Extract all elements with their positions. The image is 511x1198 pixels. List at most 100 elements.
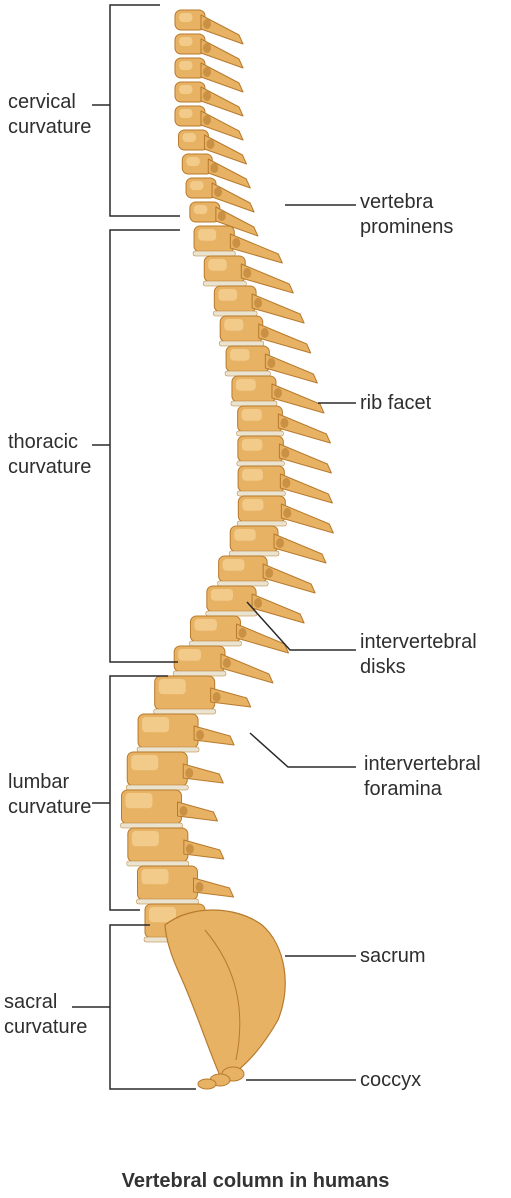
intervertebral-disk (136, 898, 199, 905)
coccyx-label: coccyx (360, 1069, 422, 1091)
spinous-process (278, 443, 332, 474)
intervertebral-foramen (243, 268, 252, 278)
intervertebral-disk (205, 610, 258, 617)
spinous-process (280, 503, 334, 534)
spinous-process (183, 839, 225, 860)
vertebra-highlight (179, 13, 193, 22)
spinous-process (182, 763, 224, 784)
intervertebral-foramen (206, 139, 215, 149)
spinous-process (200, 110, 244, 141)
spinous-process (203, 134, 247, 165)
intervertebral-foramen (283, 508, 292, 518)
spinous-process (200, 14, 244, 45)
vertebra-highlight (131, 831, 159, 847)
lumbar-bracket (92, 675, 168, 911)
intervertebral-foramen (282, 478, 291, 488)
intervertebral-disk (230, 400, 278, 407)
intervertebral-disk (189, 640, 242, 647)
cervical-bracket (92, 4, 180, 217)
spine-body (120, 9, 287, 943)
intervertebral-disk (203, 280, 247, 287)
sacral-bracket (72, 924, 196, 1090)
spinous-process (277, 413, 331, 444)
intervertebral-disk (153, 708, 216, 715)
spinous-process (210, 687, 252, 708)
region-brackets (72, 4, 196, 1090)
spinous-process (273, 533, 327, 564)
intervertebral-disk (236, 430, 284, 437)
intervertebral-disk (217, 580, 269, 587)
rib-facet-label: rib facet (360, 392, 432, 414)
spinous-process (251, 593, 305, 624)
vertebra-highlight (178, 649, 202, 661)
vertebra-highlight (142, 717, 170, 733)
intervertebral-disk (228, 550, 280, 557)
spinous-process (215, 206, 259, 237)
intervertebral-foramen (273, 388, 282, 398)
intervertebral-disk (218, 340, 264, 347)
spinous-process (235, 623, 289, 654)
intervertebral-disk (172, 670, 227, 677)
intervertebral-foramen (195, 882, 204, 892)
sacrum-label: sacrum (360, 945, 426, 967)
intervertebral-foramen (179, 806, 188, 816)
coccyx-segment (197, 1078, 217, 1090)
vertebra-highlight (141, 869, 169, 885)
intervertebral-disk (224, 370, 271, 377)
intervertebral-foramen (203, 115, 211, 125)
vertebra-highlight (235, 379, 256, 391)
vertebra-highlight (198, 229, 217, 241)
vertebra-highlight (179, 37, 193, 46)
intervertebral-foramen (185, 768, 194, 778)
spinous-process (220, 653, 274, 684)
intervertebral-foramen (267, 358, 276, 368)
intervertebral-foramen (212, 692, 221, 702)
intervertebral-foramen (203, 19, 211, 29)
spinous-process (279, 473, 333, 504)
vertebra-highlight (182, 133, 196, 142)
vertebra-highlight (242, 499, 264, 511)
spinous-process (240, 263, 294, 294)
vertebra-highlight (218, 289, 238, 301)
spinous-process (193, 877, 234, 898)
vertebral-column-illustration (120, 9, 334, 1090)
intervertebral-disk (120, 822, 183, 829)
vertebra-highlight (149, 907, 176, 923)
vertebra-highlight (190, 181, 204, 190)
vertebra-highlight (241, 409, 262, 421)
spinous-process (193, 725, 235, 746)
vertebra-highlight (131, 755, 159, 771)
figure-caption: Vertebral column in humans (121, 1170, 390, 1192)
spinous-process (264, 353, 318, 384)
intervertebral-foramen (196, 730, 205, 740)
intervertebral-foramina-pointer (249, 732, 356, 768)
spinous-process (207, 158, 251, 189)
intervertebral-foramen (260, 328, 269, 338)
vertebra-highlight (210, 589, 234, 601)
intervertebral-foramen (254, 298, 263, 308)
spinous-process (200, 62, 244, 93)
spinous-process (200, 38, 244, 69)
sacrum-shape (164, 909, 286, 1081)
vertebra-highlight (208, 259, 227, 271)
intervertebral-foramen (222, 658, 231, 668)
intervertebral-foramen (238, 628, 247, 638)
vertebra-highlight (179, 85, 193, 94)
intervertebral-disk (236, 490, 286, 497)
intervertebral-foramen (210, 163, 219, 173)
vertebra-highlight (230, 349, 250, 361)
spinous-process (177, 801, 218, 822)
vertebra-highlight (222, 559, 245, 571)
intervertebral-foramen (276, 538, 285, 548)
vertebra-highlight (193, 205, 208, 214)
intervertebral-foramen (254, 598, 263, 608)
vertebra-highlight (242, 469, 263, 481)
spinous-process (258, 323, 312, 354)
spinous-process (271, 383, 325, 414)
spinous-process (229, 233, 283, 264)
structure-leader-lines (246, 204, 356, 1081)
intervertebral-foramen (281, 448, 290, 458)
